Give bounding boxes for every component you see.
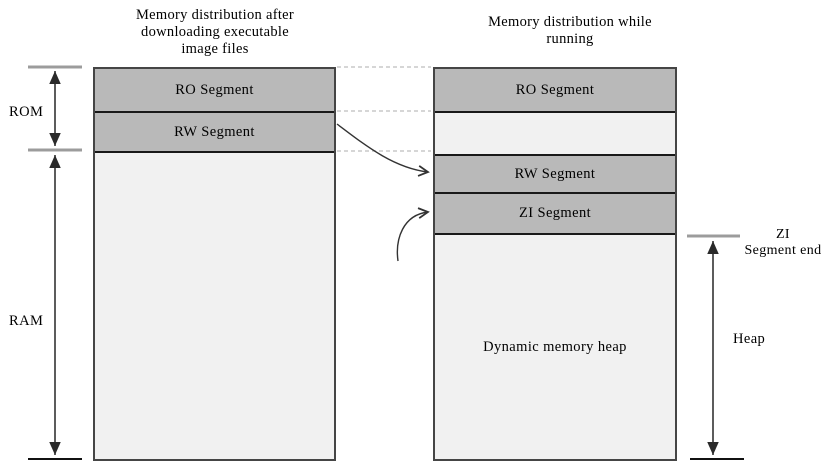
left-ro-segment: RO Segment (95, 69, 334, 113)
right-ro-segment: RO Segment (435, 69, 675, 113)
right-memory-column: RO Segment RW Segment ZI Segment Dynamic… (433, 67, 677, 461)
ram-label: RAM (9, 313, 44, 329)
zi-segment-end-label: ZI Segment end (744, 227, 822, 258)
zi-pointer-arrow (396, 207, 430, 262)
right-ro-segment-label: RO Segment (515, 81, 595, 98)
left-rw-segment-label: RW Segment (174, 123, 255, 140)
right-column-title: Memory distribution while running (488, 14, 652, 47)
rom-label: ROM (9, 104, 44, 120)
right-rw-segment-label: RW Segment (514, 165, 596, 182)
rw-relocation-arrow (336, 123, 430, 177)
right-heap-area: Dynamic memory heap (435, 235, 675, 459)
right-free-gap-area (435, 113, 675, 154)
right-zi-segment: ZI Segment (435, 194, 675, 235)
heap-area-label: Dynamic memory heap (483, 338, 627, 355)
right-rw-segment: RW Segment (435, 154, 675, 194)
heap-label: Heap (733, 331, 766, 347)
left-memory-column: RO Segment RW Segment (93, 67, 336, 461)
left-free-ram-area (95, 153, 334, 459)
right-zi-segment-label: ZI Segment (518, 205, 592, 221)
left-rw-segment: RW Segment (95, 113, 334, 153)
left-ro-segment-label: RO Segment (175, 81, 254, 98)
left-column-title: Memory distribution after downloading ex… (135, 7, 295, 57)
